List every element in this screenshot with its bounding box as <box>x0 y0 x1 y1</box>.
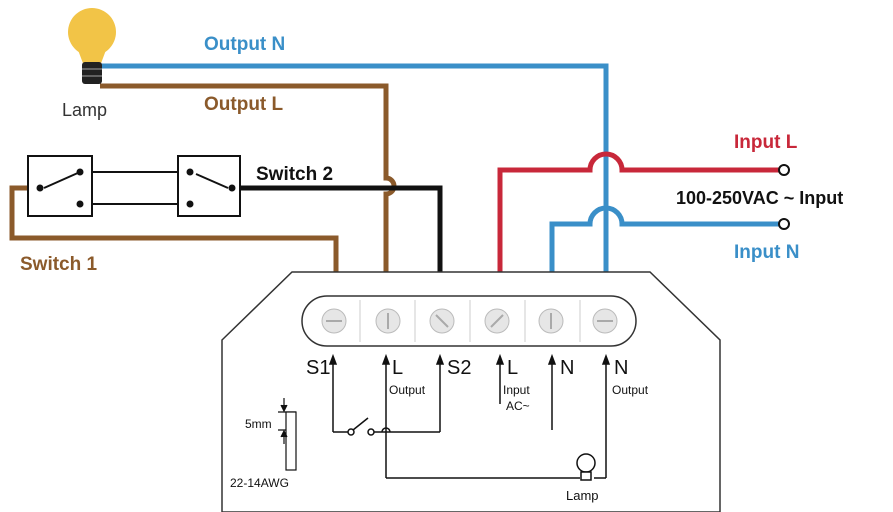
terminal-s2-label: S2 <box>447 357 471 379</box>
terminal-l-output-label: L <box>392 357 403 379</box>
strip-length-label: 5mm <box>245 417 272 431</box>
switch-2-label: Switch 2 <box>256 164 333 185</box>
terminal-n-input-label: N <box>560 357 574 379</box>
terminal-l-output-sub: Output <box>389 383 426 397</box>
output-n-wire <box>100 63 609 272</box>
input-l-terminal <box>778 164 790 176</box>
terminal-screw <box>538 308 564 334</box>
switch-1-label: Switch 1 <box>20 254 98 275</box>
terminal-l-input-sub: Input <box>503 383 530 397</box>
internal-relay <box>333 417 606 479</box>
terminal-l-input-sub2: AC~ <box>506 399 530 413</box>
terminal-n-output-label: N <box>614 357 628 379</box>
module-lamp-label: Lamp <box>566 488 599 503</box>
input-l-wire <box>497 151 780 272</box>
wire-gauge-icon <box>278 398 297 471</box>
terminal-n-output-sub: Output <box>612 383 649 397</box>
switch-1-icon <box>27 155 93 217</box>
awg-label: 22-14AWG <box>230 476 289 490</box>
input-l-label: Input L <box>734 132 798 153</box>
terminal-s1-label: S1 <box>306 357 330 379</box>
input-n-terminal <box>778 218 790 230</box>
switch-1-wire <box>9 185 339 272</box>
terminal-block <box>301 295 637 347</box>
output-l-wire <box>100 83 397 272</box>
terminal-screw <box>429 308 455 334</box>
terminal-screw <box>484 308 510 334</box>
output-n-label: Output N <box>204 34 285 55</box>
lamp-icon <box>68 8 116 84</box>
switch-2-wire <box>232 185 443 272</box>
terminal-screw <box>375 308 401 334</box>
terminal-l-input-label: L <box>507 357 518 379</box>
output-l-label: Output L <box>204 94 284 115</box>
input-n-label: Input N <box>734 242 799 263</box>
terminal-screw <box>321 308 347 334</box>
voltage-label: 100-250VAC ~ Input <box>676 188 843 208</box>
input-n-wire <box>549 205 780 272</box>
switch-2-icon <box>177 155 241 217</box>
lamp-label: Lamp <box>62 100 107 120</box>
terminal-screw <box>592 308 618 334</box>
module-lamp-icon <box>576 453 596 481</box>
